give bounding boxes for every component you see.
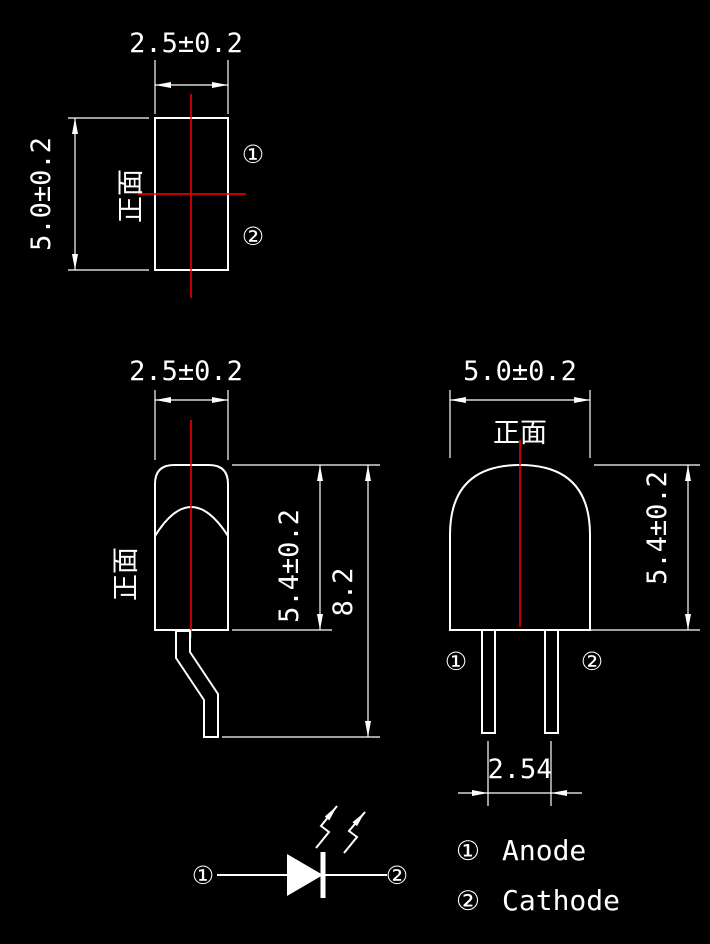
front-lead-pitch-dimension-text: 2.54 — [487, 754, 552, 785]
top-pin1-marker: ① — [242, 140, 264, 169]
schematic-pin1-marker: ① — [192, 861, 214, 890]
side-body-height-dimension-text: 5.4±0.2 — [274, 509, 305, 623]
side-face-label: 正面 — [111, 547, 142, 601]
top-height-dimension-text: 5.0±0.2 — [26, 137, 57, 251]
legend-anode-label: Anode — [502, 834, 586, 867]
side-view: 2.5±0.2 正面 5.4±0.2 8.2 — [111, 356, 380, 738]
front-body-height-dimension-text: 5.4±0.2 — [642, 471, 673, 585]
top-view: 2.5±0.2 正面 ① ② 5.0±0.2 — [26, 28, 264, 298]
front-width-dimension-text: 5.0±0.2 — [463, 356, 577, 387]
front-pin1-marker: ① — [445, 647, 467, 676]
front-lead2 — [544, 629, 559, 734]
side-view-bent-lead — [175, 630, 219, 738]
legend-cathode-label: Cathode — [502, 884, 620, 917]
front-pin2-marker: ② — [581, 647, 603, 676]
led-diode-triangle — [287, 854, 323, 896]
legend-pin1-marker: ① — [456, 836, 480, 867]
side-width-dimension-text: 2.5±0.2 — [129, 356, 243, 387]
top-width-dimension-text: 2.5±0.2 — [129, 28, 243, 59]
top-face-label: 正面 — [116, 169, 147, 223]
light-emission-arrow — [315, 805, 338, 849]
front-view: 5.0±0.2 正面 ① ② 5.4±0.2 2.54 — [445, 356, 700, 806]
side-overall-height-dimension-text: 8.2 — [328, 568, 359, 617]
top-pin2-marker: ② — [242, 222, 264, 251]
front-lead1 — [481, 629, 496, 734]
side-view-body-outline — [154, 464, 229, 631]
schematic-symbol: ① ② — [192, 805, 408, 898]
legend: ① Anode ② Cathode — [456, 834, 620, 917]
schematic-pin2-marker: ② — [386, 861, 408, 890]
light-emission-arrow — [343, 811, 366, 854]
legend-pin2-marker: ② — [456, 886, 480, 917]
